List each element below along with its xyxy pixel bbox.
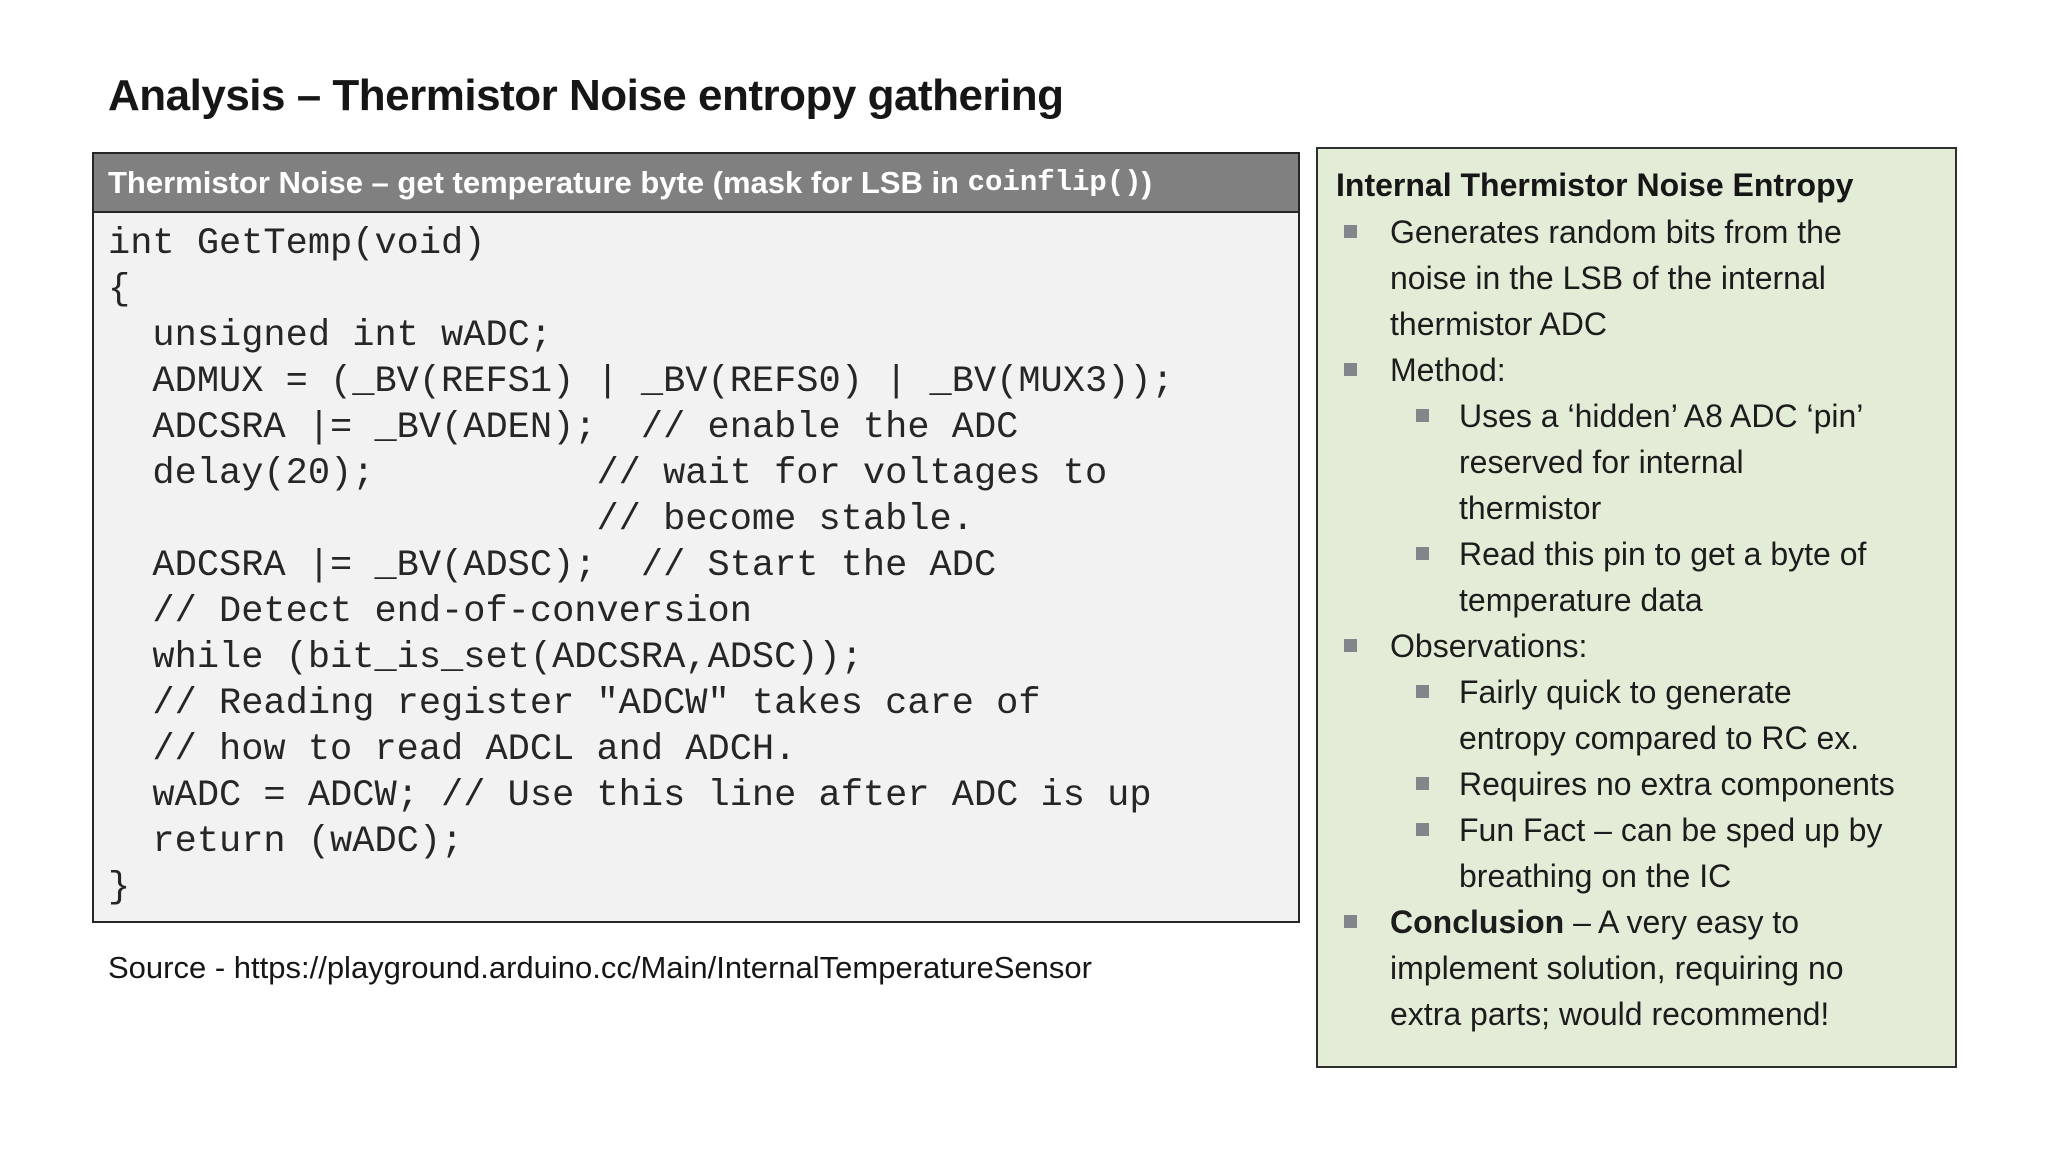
bullet-item: Fun Fact – can be sped up by breathing o…: [1336, 807, 1939, 899]
square-bullet-icon: [1416, 547, 1429, 560]
code-header-label: Thermistor Noise – get temperature byte …: [108, 164, 968, 200]
square-bullet-icon: [1344, 639, 1357, 652]
bullet-bold-lead: Conclusion: [1390, 904, 1565, 940]
code-panel-header: Thermistor Noise – get temperature byte …: [94, 154, 1298, 213]
bullet-text: Fun Fact – can be sped up by breathing o…: [1459, 812, 1883, 894]
bullet-item: Uses a ‘hidden’ A8 ADC ‘pin’ reserved fo…: [1336, 393, 1939, 531]
bullet-text: Uses a ‘hidden’ A8 ADC ‘pin’ reserved fo…: [1459, 398, 1864, 526]
bullet-item: Method:: [1336, 347, 1939, 393]
page-title: Analysis – Thermistor Noise entropy gath…: [108, 71, 1064, 121]
bullet-item: Requires no extra components: [1336, 761, 1939, 807]
bullet-text: Observations:: [1390, 628, 1588, 664]
bullet-text: Fairly quick to generate entropy compare…: [1459, 674, 1860, 756]
bullet-item: Read this pin to get a byte of temperatu…: [1336, 531, 1939, 623]
square-bullet-icon: [1344, 915, 1357, 928]
bullet-text: Requires no extra components: [1459, 766, 1895, 802]
source-caption: Source - https://playground.arduino.cc/M…: [108, 950, 1092, 985]
bullet-text: Generates random bits from the noise in …: [1390, 214, 1842, 342]
square-bullet-icon: [1344, 225, 1357, 238]
code-panel: Thermistor Noise – get temperature byte …: [92, 152, 1300, 923]
square-bullet-icon: [1416, 685, 1429, 698]
notes-bullet-list: Generates random bits from the noise in …: [1336, 209, 1939, 1037]
square-bullet-icon: [1416, 823, 1429, 836]
bullet-item: Fairly quick to generate entropy compare…: [1336, 669, 1939, 761]
bullet-item: Conclusion – A very easy to implement so…: [1336, 899, 1939, 1037]
bullet-text: Method:: [1390, 352, 1506, 388]
bullet-text: Read this pin to get a byte of temperatu…: [1459, 536, 1867, 618]
notes-panel-title: Internal Thermistor Noise Entropy: [1336, 167, 1854, 203]
code-block: int GetTemp(void) { unsigned int wADC; A…: [108, 223, 1174, 909]
code-header-mono-label: coinflip(): [967, 166, 1142, 199]
bullet-item: Generates random bits from the noise in …: [1336, 209, 1939, 347]
notes-panel: Internal Thermistor Noise Entropy Genera…: [1316, 147, 1957, 1068]
bullet-text: Conclusion – A very easy to implement so…: [1390, 904, 1844, 1032]
square-bullet-icon: [1344, 363, 1357, 376]
square-bullet-icon: [1416, 409, 1429, 422]
code-header-suffix: ): [1141, 164, 1152, 200]
bullet-item: Observations:: [1336, 623, 1939, 669]
square-bullet-icon: [1416, 777, 1429, 790]
